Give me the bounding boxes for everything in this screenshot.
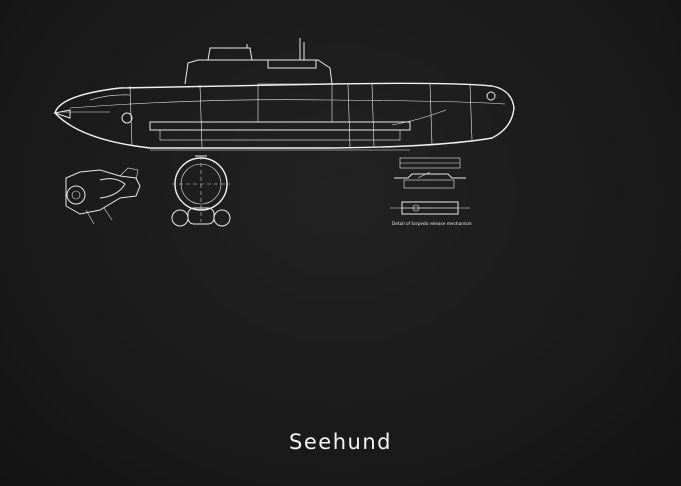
detail-caption: Detail of torpedo release mechanism bbox=[392, 222, 472, 227]
rudder-propeller-detail bbox=[65, 167, 141, 225]
page-title: Seehund bbox=[289, 430, 392, 454]
upper-side-profile bbox=[53, 38, 515, 151]
torpedo-release-detail bbox=[390, 157, 470, 215]
cross-section-round bbox=[171, 155, 231, 227]
